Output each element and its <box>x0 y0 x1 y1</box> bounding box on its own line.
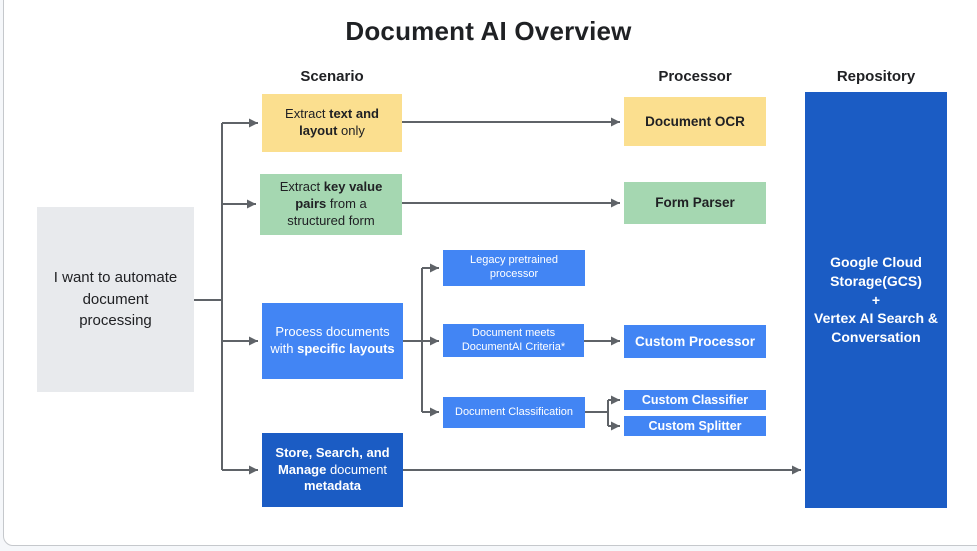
processor-custom-splitter-label: Custom Splitter <box>648 418 742 433</box>
step-legacy-label: Legacy pretrained processor <box>469 254 559 280</box>
repository-node: Google Cloud Storage(GCS) + Vertex AI Se… <box>805 92 947 508</box>
page-title: Document AI Overview <box>345 16 632 46</box>
column-header-repository: Repository <box>836 68 916 85</box>
repository-line-vertex: Vertex AI Search & Conversation <box>814 310 938 346</box>
step-documentai-criteria: Document meets DocumentAI Criteria* <box>443 324 584 357</box>
start-node-label: I want to automate document processing <box>53 268 178 330</box>
processor-custom-classifier: Custom Classifier <box>624 390 766 410</box>
step-criteria-label: Document meets DocumentAI Criteria* <box>461 326 566 353</box>
processor-custom-processor: Custom Processor <box>624 325 766 358</box>
processor-custom-classifier-label: Custom Classifier <box>641 392 749 407</box>
scenario-process-specific-layouts: Process documents with specific layouts <box>262 303 403 379</box>
column-header-processor: Processor <box>658 68 732 85</box>
repository-line-plus: + <box>871 291 881 308</box>
scenario-store-search-manage: Store, Search, and Manage document metad… <box>262 433 403 507</box>
processor-custom-splitter: Custom Splitter <box>624 416 766 436</box>
processor-document-ocr-label: Document OCR <box>645 113 745 129</box>
repository-line-gcs: Google Cloud Storage(GCS) <box>830 253 922 289</box>
scenario-store-search-manage-label: Store, Search, and Manage document metad… <box>275 444 390 494</box>
start-node: I want to automate document processing <box>37 207 194 392</box>
step-classification-label: Document Classification <box>455 405 573 418</box>
processor-document-ocr: Document OCR <box>624 97 766 146</box>
scenario-process-specific-layouts-label: Process documents with specific layouts <box>270 324 395 356</box>
scenario-extract-key-value-pairs: Extract key value pairs from a structure… <box>260 174 402 235</box>
scenario-extract-text-layout: Extract text and layout only <box>262 94 402 152</box>
processor-form-parser: Form Parser <box>624 182 766 224</box>
processor-custom-processor-label: Custom Processor <box>634 333 756 349</box>
column-header-scenario: Scenario <box>300 68 364 85</box>
scenario-extract-text-layout-label: Extract text and layout only <box>285 106 379 138</box>
step-legacy-pretrained-processor: Legacy pretrained processor <box>443 250 585 286</box>
step-document-classification: Document Classification <box>443 397 585 428</box>
scenario-extract-key-value-pairs-label: Extract key value pairs from a structure… <box>279 179 383 228</box>
processor-form-parser-label: Form Parser <box>655 195 735 211</box>
